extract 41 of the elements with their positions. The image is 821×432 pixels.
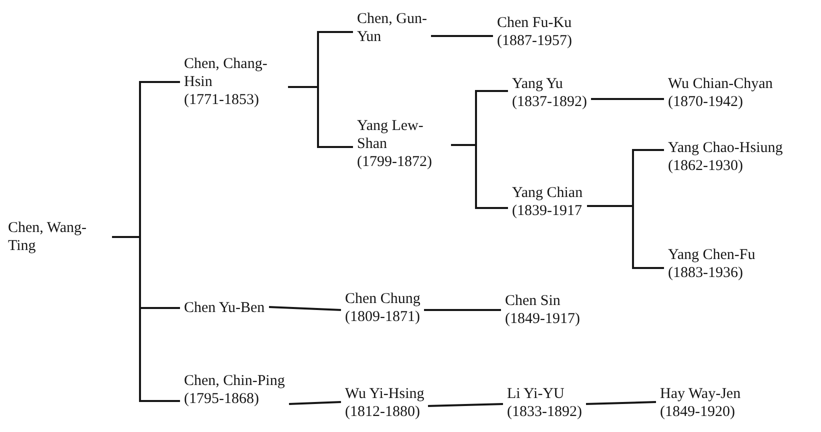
life-dates: (1812-1880) — [345, 403, 421, 421]
lineage-line — [591, 98, 664, 100]
lineage-line — [288, 401, 342, 405]
lineage-line — [288, 86, 353, 148]
person-name: Chen, Chang-Hsin — [184, 55, 268, 91]
person-name: Hay Way-Jen — [660, 385, 741, 403]
lineage-line — [424, 309, 501, 311]
person-name: Yang Yu — [512, 75, 564, 93]
person-name: Chen Yu-Ben — [184, 299, 265, 317]
person-name: Li Yi-YU — [507, 385, 566, 403]
life-dates: (1849-1920) — [660, 403, 736, 421]
life-dates: (1887-1957) — [497, 32, 572, 50]
lineage-line — [112, 236, 180, 402]
lineage-line — [586, 401, 656, 405]
person-name: Chen Sin — [505, 292, 562, 310]
person-name: Yang Chen-Fu — [668, 246, 756, 264]
lineage-line — [451, 144, 508, 209]
person-name: Yang Chian — [512, 184, 583, 202]
person-name: Yang Lew-Shan — [357, 117, 424, 153]
lineage-line — [431, 35, 493, 37]
life-dates: (1833-1892) — [507, 403, 582, 421]
person-name: Chen Chung — [345, 290, 420, 308]
person-name: Yang Chao-Hsiung — [668, 139, 783, 157]
life-dates: (1837-1892) — [512, 93, 587, 111]
life-dates: (1771-1853) — [184, 91, 260, 109]
life-dates: (1883-1936) — [668, 264, 744, 282]
life-dates: (1799-1872) — [357, 153, 433, 171]
person-name: Chen Fu-Ku — [497, 14, 572, 32]
life-dates: (1839-1917 — [512, 202, 583, 220]
life-dates: (1809-1871) — [345, 308, 420, 326]
life-dates: (1870-1942) — [668, 93, 744, 111]
person-name: Chen, Chin-Ping — [184, 372, 285, 390]
life-dates: (1862-1930) — [668, 157, 744, 175]
lineage-line — [268, 306, 342, 311]
person-name: Chen, Gun-Yun — [357, 10, 427, 46]
life-dates: (1849-1917) — [505, 310, 580, 328]
person-name: Wu Chian-Chyan — [668, 75, 773, 93]
life-dates: (1795-1868) — [184, 390, 260, 408]
person-name: Wu Yi-Hsing — [345, 385, 424, 403]
lineage-line — [428, 403, 504, 407]
person-name: Chen, Wang-Ting — [8, 219, 88, 255]
